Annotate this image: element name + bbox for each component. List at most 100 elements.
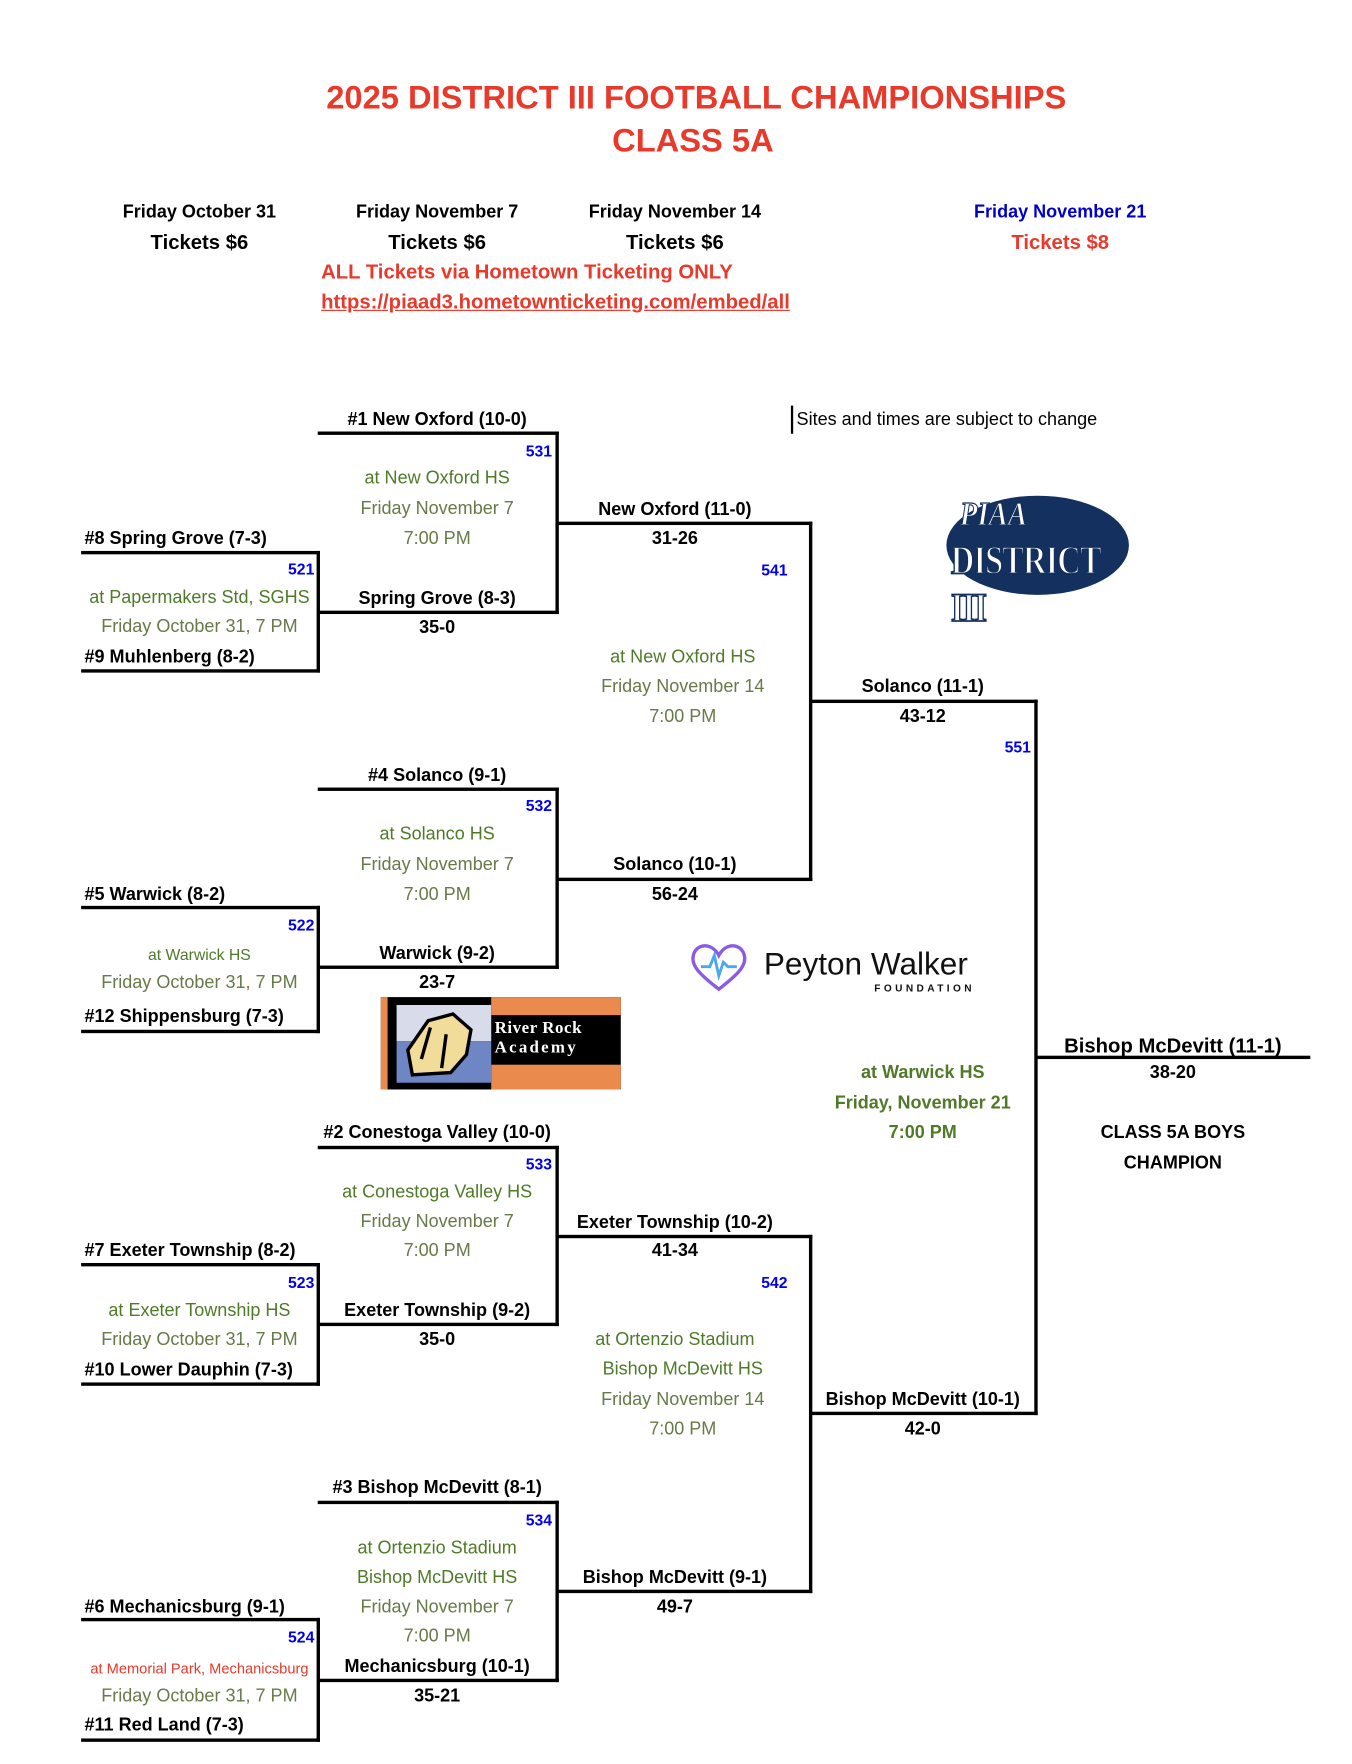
game-number: 523 [288,1273,315,1292]
score: 23-7 [419,973,456,993]
team-seed9: #9 Muhlenberg (8-2) [84,647,255,667]
bracket-line-top [810,699,1038,703]
game-number: 541 [761,561,788,580]
ticket-link[interactable]: https://piaad3.hometownticketing.com/emb… [321,290,790,314]
game-date: Friday November 14 [601,1390,765,1410]
champion-label-2: CHAMPION [1123,1153,1222,1173]
game-number: 521 [288,559,315,578]
venue: at Papermakers Std, SGHS [89,588,310,608]
bracket-line-top [556,521,812,525]
bracket-line-bottom [81,1381,320,1386]
game-date: Friday November 14 [601,677,765,697]
venue-line2: Bishop McDevitt HS [602,1359,763,1380]
ticket-note: ALL Tickets via Hometown Ticketing ONLY [321,260,733,283]
bracket-line-bottom [81,1737,320,1742]
bracket-line-top [81,905,320,909]
game-number: 531 [525,441,553,460]
game-date: Friday November 7 [360,1212,514,1232]
rock-icon [406,1012,473,1077]
team-winner: Exeter Township (10-2) [576,1213,773,1233]
team-seed4: #4 Solanco (9-1) [368,766,507,786]
bracket-line-top [317,1145,559,1149]
bracket-line-top [317,1500,559,1504]
heart-icon [691,944,747,992]
score: 49-7 [656,1597,693,1617]
game-time: 7:00 PM [403,885,471,905]
river-rock-line1: River Rock [494,1019,583,1038]
team-seed10: #10 Lower Dauphin (7-3) [84,1361,293,1381]
team-seed6: #6 Mechanicsburg (9-1) [84,1597,285,1617]
bracket-line-bottom [556,877,812,881]
team-seed2: #2 Conestoga Valley (10-0) [323,1123,551,1143]
score: 35-21 [414,1686,461,1706]
bracket-line-top [317,430,559,435]
venue: at Memorial Park, Mechanicsburg [90,1660,309,1678]
round3-date: Friday November 14 [588,202,762,222]
bracket-line-bottom [317,1322,559,1326]
bracket-line-top [81,1617,320,1621]
game-time: Friday October 31, 7 PM [101,973,298,993]
bracket-line-bottom [317,610,559,614]
bracket-line-bottom [556,1589,812,1593]
game-time: 7:00 PM [403,1626,471,1647]
score: 35-0 [419,1330,456,1350]
team-winner: Warwick (9-2) [379,944,495,964]
game-number: 524 [288,1628,315,1647]
team-winner: Exeter Township (9-2) [344,1301,531,1321]
score: 43-12 [899,707,946,727]
bracket-line-top [81,1262,320,1266]
game-number: 532 [525,796,553,815]
final-date-text: Friday, November 21 [834,1093,1011,1114]
game-time: 7:00 PM [649,1419,717,1439]
bracket-line-bottom [81,668,320,673]
final-date: Friday November 21 [974,202,1147,222]
round2-date: Friday November 7 [355,202,519,222]
team-seed5: #5 Warwick (8-2) [84,885,226,905]
bracket-line-bottom [81,1029,320,1033]
game-time: 7:00 PM [649,707,717,727]
peyton-sub: FOUNDATION [874,982,975,994]
team-winner: Bishop McDevitt (9-1) [582,1568,768,1588]
team-seed1: #1 New Oxford (10-0) [347,410,527,430]
game-time: 7:00 PM [403,529,471,549]
game-number: 534 [525,1510,553,1529]
venue: at New Oxford HS [610,647,756,667]
score: 56-24 [651,885,698,905]
bracket-line-bottom [317,964,559,969]
piaa-text: PIAA [959,495,1027,533]
round3-tickets: Tickets $6 [626,230,724,254]
team-seed12: #12 Shippensburg (7-3) [84,1007,284,1027]
team-winner: Spring Grove (8-3) [358,589,516,609]
team-winner: Solanco (10-1) [613,855,737,875]
peyton-name: Peyton Walker [763,946,968,982]
bracket-line-top [317,786,559,791]
champion-line [1035,1055,1311,1060]
game-time: Friday October 31, 7 PM [101,617,298,637]
piaa-district-logo: PIAA DISTRICT III [944,493,1181,631]
team-seed8: #8 Spring Grove (7-3) [84,529,267,549]
score: 42-0 [904,1419,941,1439]
champion-name: Bishop McDevitt (11-1) [1064,1034,1282,1057]
page-subtitle: CLASS 5A [612,123,774,160]
page-title: 2025 DISTRICT III FOOTBALL CHAMPIONSHIPS [326,80,1067,117]
venue-line2: Bishop McDevitt HS [357,1568,518,1588]
game-time: 7:00 PM [403,1241,471,1261]
disclaimer: Sites and times are subject to change [796,410,1098,430]
game-time: Friday October 31, 7 PM [101,1330,298,1350]
game-number: 551 [1004,737,1031,756]
team-winner: New Oxford (11-0) [598,500,752,520]
disclaimer-bar [790,405,794,434]
bracket-line-top [556,1234,812,1238]
venue: at Conestoga Valley HS [342,1183,533,1203]
game-time: Friday October 31, 7 PM [101,1686,298,1706]
game-date: Friday November 7 [360,499,514,519]
round2-tickets: Tickets $6 [388,230,487,254]
bracket-line-vertical [316,905,320,1033]
game-number: 542 [761,1273,788,1292]
venue: at Exeter Township HS [108,1301,291,1321]
final-venue: at Warwick HS [860,1063,985,1083]
score: 41-34 [651,1241,698,1261]
bracket-line-top [81,550,320,554]
venue: at Solanco HS [379,824,495,844]
